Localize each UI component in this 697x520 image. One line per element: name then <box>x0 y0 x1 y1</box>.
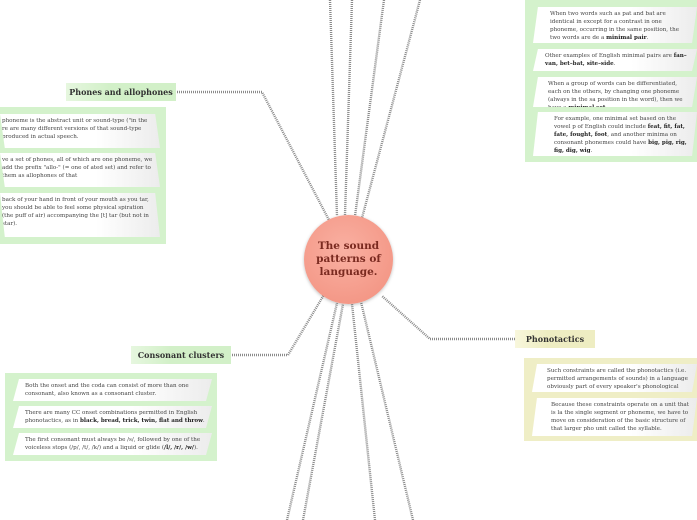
phonotactics-note-1-text: Such constraints are called the phonotac… <box>547 368 688 398</box>
minimal-pairs-note-1-pre: When two words such as pat and bat are i… <box>550 11 680 41</box>
central-topic-title: The sound patterns of language. <box>316 240 381 278</box>
link-phones <box>175 90 332 223</box>
link-up-1 <box>328 0 339 217</box>
phones-notes-panel: phoneme is the abstract unit or sound-ty… <box>0 107 166 244</box>
minimal-pairs-note-4-pre: For example, one minimal set based on th… <box>554 116 677 130</box>
topic-consonant-clusters[interactable]: Consonant clusters <box>131 346 231 364</box>
minimal-pairs-note-4-bold2: big, pig, rig, fig, dig, wig <box>554 140 687 154</box>
link-down-2 <box>301 303 345 520</box>
link-down-4 <box>359 301 415 520</box>
consonant-note-2[interactable]: There are many CC onset combinations per… <box>13 406 212 428</box>
minimal-pairs-panel: When two words such as pat and bat are i… <box>525 0 697 162</box>
phonotactics-note-1[interactable]: Such constraints are called the phonotac… <box>532 364 697 392</box>
link-down-1 <box>285 302 339 520</box>
minimal-pairs-note-3[interactable]: When a group of words can be differentia… <box>533 77 697 107</box>
minimal-pairs-note-2[interactable]: Other examples of English minimal pairs … <box>533 49 697 71</box>
topic-phones-and-allophones[interactable]: Phones and allophones <box>66 83 176 101</box>
link-consonant <box>228 292 327 357</box>
consonant-note-2-bold: black, bread, trick, twin, flat and thro… <box>80 418 203 424</box>
phones-note-1-text: phoneme is the abstract unit or sound-ty… <box>2 118 148 140</box>
minimal-pairs-note-3-bold: minimal set <box>568 105 606 111</box>
minimal-pairs-note-2-bold: fan–van, bet–bat, site–side <box>545 53 687 67</box>
minimal-pairs-note-3-pre: When a group of words can be differentia… <box>548 81 683 111</box>
consonant-note-3[interactable]: The first consonant must always be /s/, … <box>13 433 212 455</box>
link-up-2 <box>343 0 354 216</box>
minimal-pairs-note-4-post2: . <box>590 148 593 154</box>
link-down-3 <box>350 303 377 520</box>
consonant-note-3-bold: /l/, /r/, /w/ <box>164 445 194 451</box>
phones-note-3[interactable]: back of your hand in front of your mouth… <box>0 193 160 237</box>
consonant-note-3-post: ). <box>193 445 198 451</box>
phonotactics-note-2-text: Because these constraints operate on a u… <box>551 402 690 432</box>
phones-note-2-text: ve a set of phones, all of which are one… <box>2 157 153 179</box>
minimal-pairs-note-3-post: . <box>605 105 608 111</box>
minimal-pairs-note-1-post: . <box>646 35 649 41</box>
minimal-pairs-note-4-bold: feat, fit, fat, fate, fought, foot <box>554 124 685 138</box>
central-topic[interactable]: The sound patterns of language. <box>304 215 393 304</box>
link-up-4 <box>360 0 422 219</box>
link-up-3 <box>353 0 386 217</box>
consonant-note-2-post: . <box>202 418 205 424</box>
consonant-note-1[interactable]: Both the onset and the coda can consist … <box>13 379 212 401</box>
phonotactics-note-2[interactable]: Because these constraints operate on a u… <box>532 398 697 436</box>
consonant-note-2-pre: There are many CC onset combinations per… <box>25 410 198 424</box>
phonotactics-notes-panel: Such constraints are called the phonotac… <box>524 358 697 441</box>
phones-note-2[interactable]: ve a set of phones, all of which are one… <box>0 153 160 187</box>
topic-phonotactics[interactable]: Phonotactics <box>515 330 595 348</box>
phones-note-1[interactable]: phoneme is the abstract unit or sound-ty… <box>0 114 160 148</box>
phones-note-3-text: back of your hand in front of your mouth… <box>2 197 149 227</box>
minimal-pairs-note-1[interactable]: When two words such as pat and bat are i… <box>533 7 697 43</box>
minimal-pairs-note-1-bold: minimal pair <box>606 35 647 41</box>
minimal-pairs-note-2-post: . <box>613 61 616 67</box>
minimal-pairs-note-4[interactable]: For example, one minimal set based on th… <box>533 112 697 156</box>
consonant-notes-panel: Both the onset and the coda can consist … <box>5 373 217 461</box>
consonant-note-3-pre: The first consonant must always be /s/, … <box>25 437 201 451</box>
minimal-pairs-note-2-pre: Other examples of English minimal pairs … <box>545 53 674 59</box>
minimal-pairs-note-4-post: , and another minima on consonant phonem… <box>554 132 677 146</box>
link-phonotactics <box>381 295 515 341</box>
consonant-note-1-text: Both the onset and the coda can consist … <box>25 383 189 397</box>
